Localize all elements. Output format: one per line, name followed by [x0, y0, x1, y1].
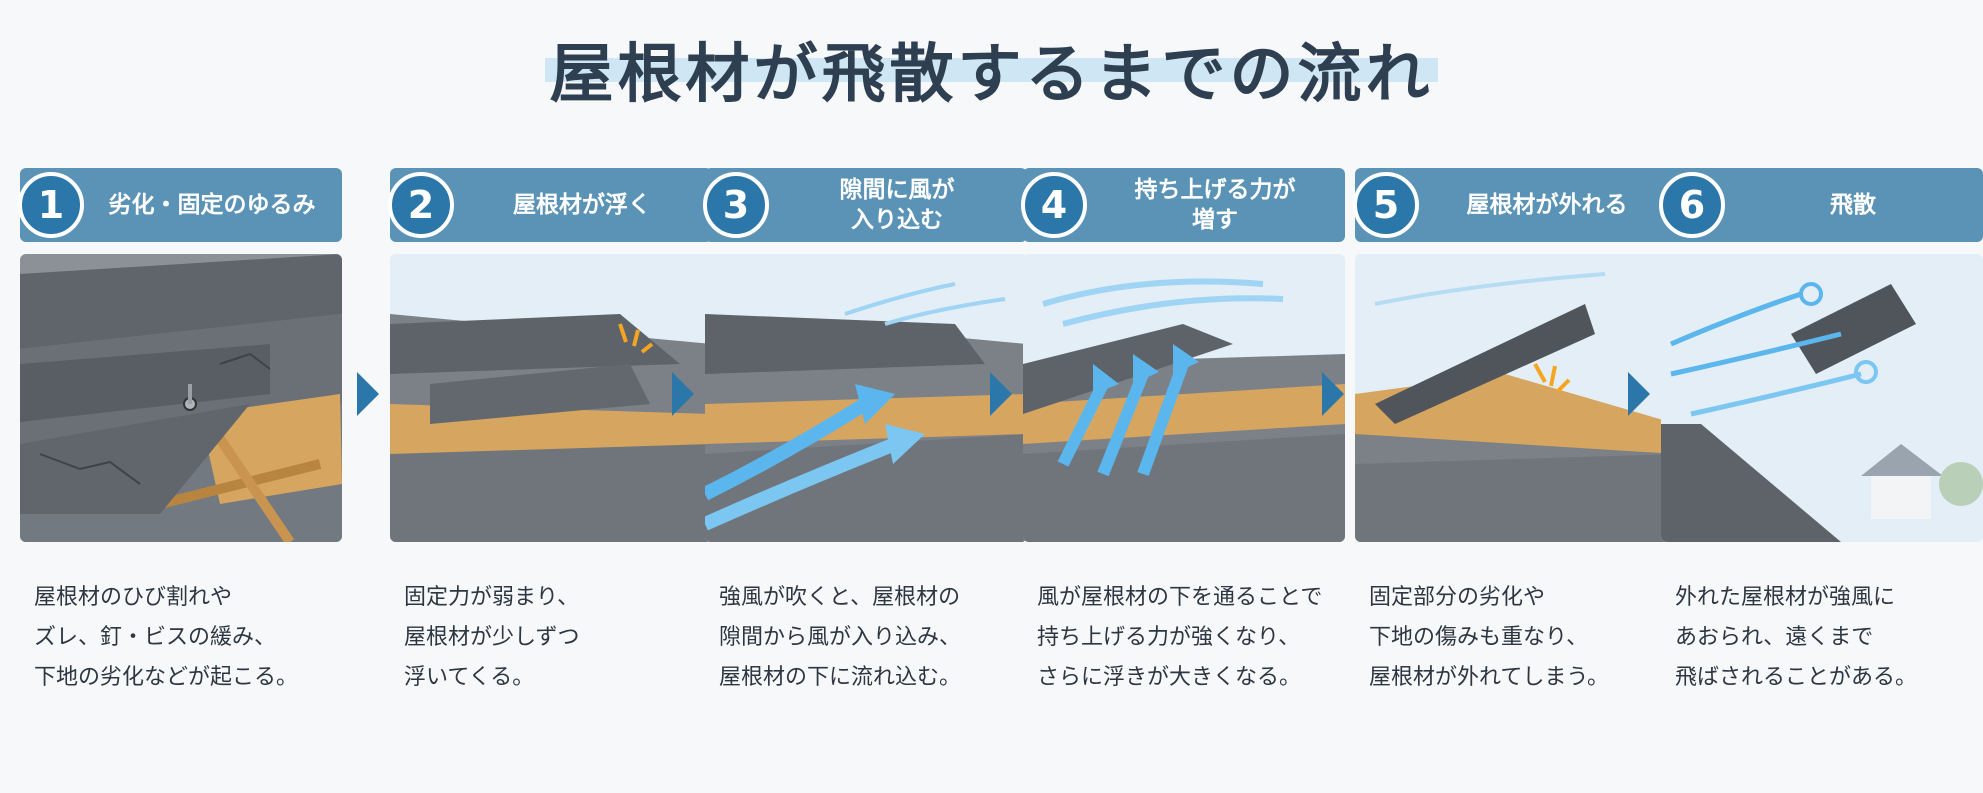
flow-arrow-icon — [357, 372, 379, 416]
step-label: 劣化・固定のゆるみ — [108, 192, 316, 218]
step-number-badge: 4 — [1021, 172, 1087, 238]
step-header: 5 屋根材が外れる — [1353, 168, 1677, 242]
step-header: 4 持ち上げる力が 増す — [1021, 168, 1345, 242]
step-description: 屋根材のひび割れや ズレ、釘・ビスの緩み、 下地の劣化などが起こる。 — [34, 585, 299, 690]
step-header: 6 飛散 — [1659, 168, 1983, 242]
step-description: 外れた屋根材が強風に あおられ、遠くまで 飛ばされることがある。 — [1675, 585, 1918, 690]
step-description: 強風が吹くと、屋根材の 隙間から風が入り込み、 屋根材の下に流れ込む。 — [719, 585, 962, 690]
flow-arrow-icon — [672, 372, 694, 416]
step-number-badge: 1 — [18, 172, 84, 238]
step-label: 隙間に風が 入り込む — [839, 177, 955, 233]
step-6: 6 飛散 外れた屋根材が強風に あおられ、遠くまで 飛ばされることがある。 — [1659, 168, 1983, 698]
title-highlight — [545, 58, 1438, 82]
step-number-badge: 3 — [703, 172, 769, 238]
illustration-lifting-tile — [390, 254, 712, 542]
step-header: 3 隙間に風が 入り込む — [703, 168, 1027, 242]
step-5: 5 屋根材が外れる 固定部分の劣化や 下地の傷みも重なり、 屋根材が外れてしまう… — [1353, 168, 1677, 698]
step-3: 3 隙間に風が 入り込む 強風が吹くと、屋根材の 隙間から風が入り込み、 屋根材… — [703, 168, 1027, 698]
illustration-tile-flying — [1661, 254, 1983, 542]
step-4: 4 持ち上げる力が 増す 風が屋根材の下を通ることで 持ち上げる力が強くなり、 … — [1021, 168, 1345, 698]
step-2: 2 屋根材が浮く 固定力が弱まり、 屋根材が少しずつ 浮いてくる。 — [388, 168, 712, 698]
step-description: 風が屋根材の下を通ることで 持ち上げる力が強くなり、 さらに浮きが大きくなる。 — [1037, 585, 1323, 690]
flow-arrow-icon — [1628, 372, 1650, 416]
illustration-wind-entering — [705, 254, 1027, 542]
step-number-badge: 6 — [1659, 172, 1725, 238]
page-title: 屋根材が飛散するまでの流れ — [549, 38, 1434, 112]
step-description: 固定力が弱まり、 屋根材が少しずつ 浮いてくる。 — [404, 585, 580, 690]
step-description: 固定部分の劣化や 下地の傷みも重なり、 屋根材が外れてしまう。 — [1369, 585, 1610, 690]
step-1: 1 劣化・固定のゆるみ 屋根材のひび割れや ズレ、釘・ビスの緩み、 下地の劣化な… — [18, 168, 342, 698]
illustration-tile-detaching — [1355, 254, 1677, 542]
illustration-deteriorated-roof — [20, 254, 342, 542]
flow-arrow-icon — [1322, 372, 1344, 416]
step-number-badge: 2 — [388, 172, 454, 238]
flow-arrow-icon — [990, 372, 1012, 416]
step-header: 2 屋根材が浮く — [388, 168, 712, 242]
step-label: 持ち上げる力が 増す — [1134, 177, 1296, 233]
step-label: 飛散 — [1830, 192, 1876, 218]
step-number-badge: 5 — [1353, 172, 1419, 238]
illustration-lift-force — [1023, 254, 1345, 542]
step-header: 1 劣化・固定のゆるみ — [18, 168, 342, 242]
step-label: 屋根材が外れる — [1466, 192, 1628, 218]
step-label: 屋根材が浮く — [513, 192, 651, 218]
